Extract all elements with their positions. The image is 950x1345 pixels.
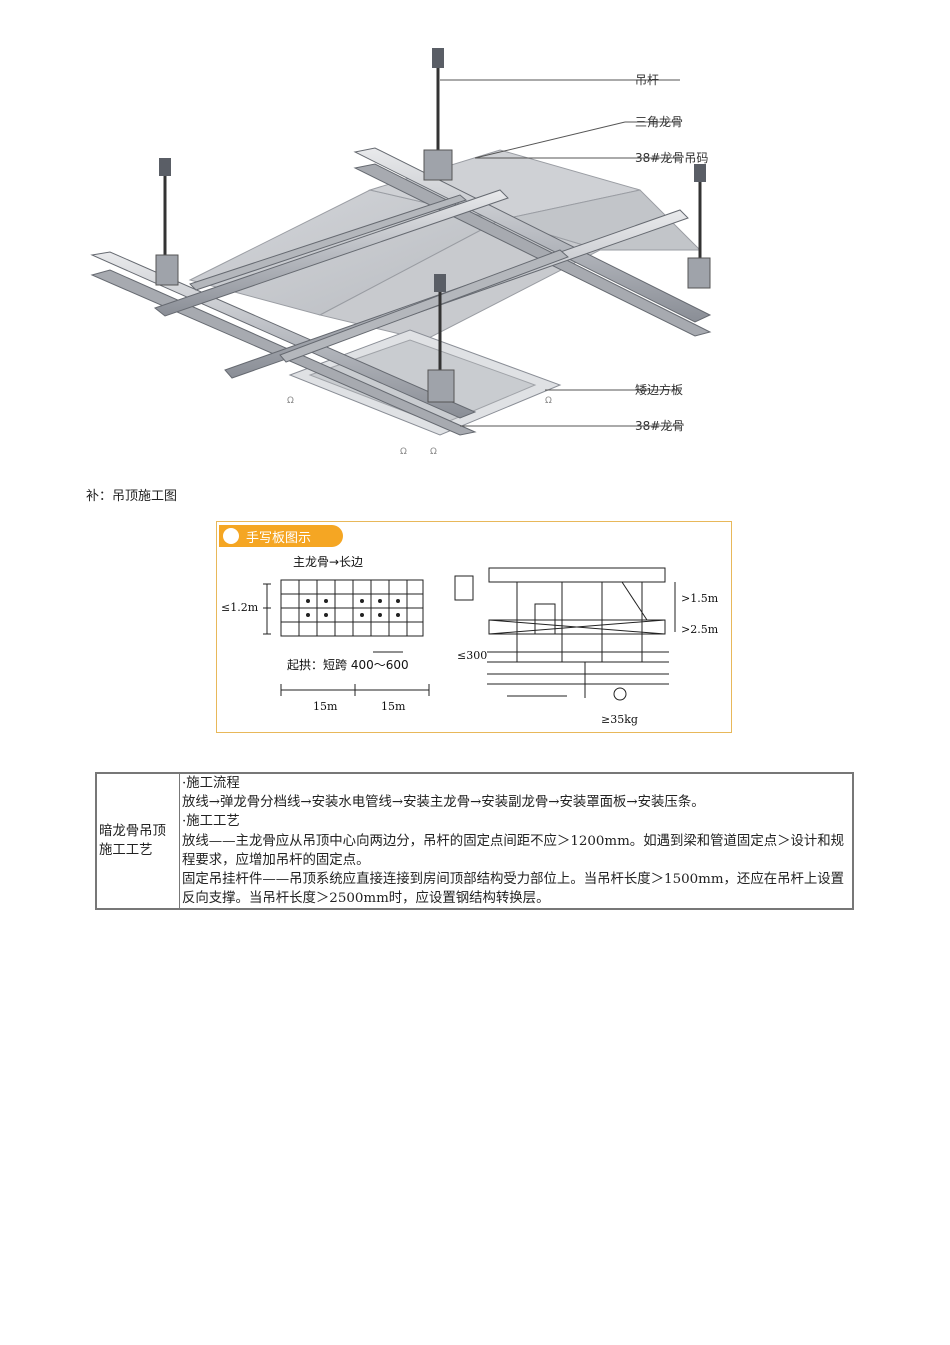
ge-35kg: ≥35kg [601, 713, 638, 726]
svg-text:Ω: Ω [400, 447, 407, 457]
main-keel-note: 主龙骨→长边 [293, 555, 363, 569]
board-tag-label: 手写板图示 [246, 531, 312, 546]
dim-right: 15m [381, 700, 406, 713]
section-heading: ·施工工艺 [182, 814, 240, 830]
board-sketch: 主龙骨→长边 [221, 555, 719, 726]
process-step: 固定吊挂杆件——吊顶系统应直接连接到房间顶部结构受力部位上。当吊杆长度＞1500… [182, 872, 845, 907]
handwriting-board-figure: 手写板图示 主龙骨→长边 [216, 521, 732, 733]
ceiling-assembly-drawing: Ω Ω Ω Ω 吊杆 三角龙骨 38#龙骨吊码 矮边方板 38#龙骨 [90, 48, 712, 457]
label-triangle-keel: 三角龙骨 [635, 115, 683, 129]
label-panel: 矮边方板 [635, 382, 683, 397]
gt-1.5m: >1.5m [681, 592, 719, 605]
ceiling-assembly-figure: Ω Ω Ω Ω 吊杆 三角龙骨 38#龙骨吊码 矮边方板 38#龙骨 [80, 40, 720, 465]
row-header-line: 施工工艺 [99, 843, 153, 859]
process-flow: 放线→弹龙骨分档线→安装水电管线→安装主龙骨→安装副龙骨→安装罩面板→安装压条。 [182, 795, 705, 811]
row-header: 暗龙骨吊顶 施工工艺 [95, 772, 180, 910]
row-header-line: 暗龙骨吊顶 [99, 824, 166, 839]
table-row: 暗龙骨吊顶 施工工艺 ·施工流程 放线→弹龙骨分档线→安装水电管线→安装主龙骨→… [95, 772, 854, 910]
le-300: ≤300 [457, 649, 487, 662]
gt-2.5m: >2.5m [681, 623, 719, 636]
arch-note: 起拱：短跨 400～600 [287, 658, 409, 672]
section-heading: ·施工流程 [182, 776, 240, 791]
process-step: 放线——主龙骨应从吊顶中心向两边分，吊杆的固定点间距不应＞1200mm。如遇到梁… [182, 833, 845, 868]
svg-text:Ω: Ω [430, 447, 437, 457]
board-tag: 手写板图示 [219, 525, 343, 547]
label-main-keel: 38#龙骨 [635, 419, 684, 433]
spacing-note: ≤1.2m [221, 601, 259, 614]
figure-caption: 补：吊顶施工图 [86, 489, 178, 504]
process-table: 暗龙骨吊顶 施工工艺 ·施工流程 放线→弹龙骨分档线→安装水电管线→安装主龙骨→… [95, 772, 854, 911]
label-rod: 吊杆 [635, 73, 659, 87]
row-content: ·施工流程 放线→弹龙骨分档线→安装水电管线→安装主龙骨→安装副龙骨→安装罩面板… [179, 772, 854, 910]
svg-text:Ω: Ω [545, 396, 552, 406]
label-keel-clip: 38#龙骨吊码 [635, 151, 708, 165]
pencil-icon [223, 528, 239, 544]
svg-text:Ω: Ω [287, 396, 294, 406]
dim-left: 15m [313, 700, 338, 713]
